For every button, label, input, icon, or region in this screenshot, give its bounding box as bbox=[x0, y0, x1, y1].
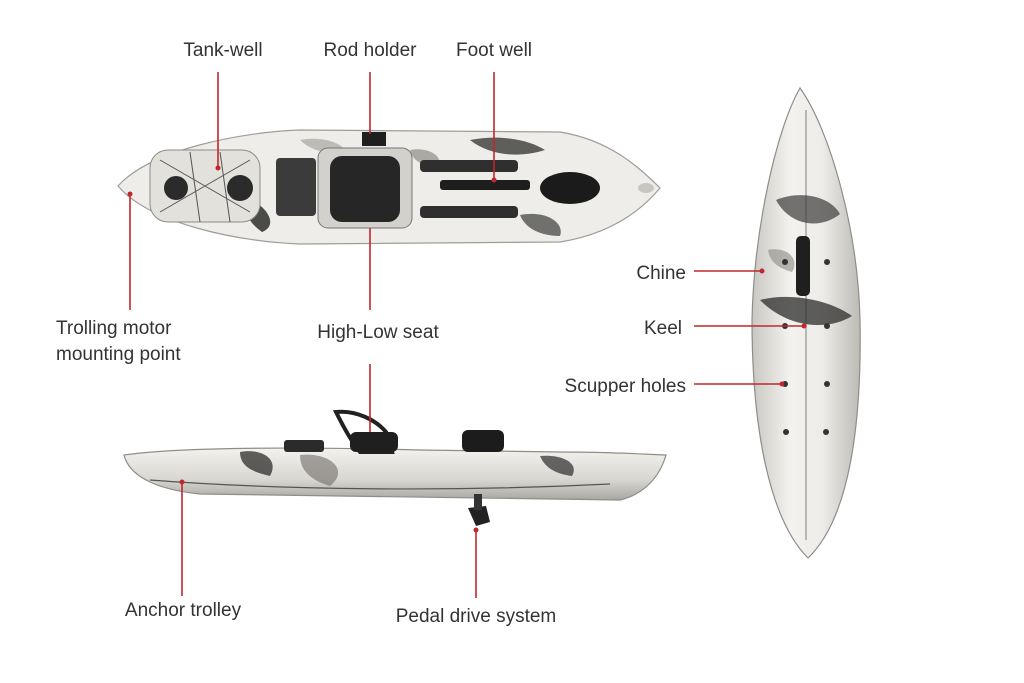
camo-patch bbox=[240, 451, 273, 476]
seat bbox=[330, 156, 400, 222]
scupper-hole bbox=[782, 259, 788, 265]
bungee-cords bbox=[159, 151, 251, 223]
camo-patch bbox=[768, 249, 795, 272]
label-scupper-holes: Scupper holes bbox=[564, 376, 686, 397]
side-hull bbox=[123, 447, 667, 501]
scupper-hole bbox=[824, 381, 830, 387]
storage-box bbox=[276, 158, 316, 216]
label-keel: Keel bbox=[643, 318, 682, 339]
callout-lines bbox=[129, 72, 804, 598]
label-trolling-line1: Trolling motor bbox=[56, 318, 172, 339]
label-chine: Chine bbox=[636, 263, 686, 284]
callout-dot bbox=[179, 479, 185, 485]
camo-patch bbox=[520, 213, 561, 236]
side-pedal-box bbox=[462, 430, 504, 452]
hatch-round-2 bbox=[227, 175, 253, 201]
foot-rail-bottom bbox=[420, 206, 518, 218]
pedal-bar bbox=[440, 180, 530, 190]
rod-holder-box bbox=[362, 132, 386, 146]
camo-patch bbox=[470, 137, 545, 155]
label-trolling-motor: Trolling motor mounting point bbox=[56, 316, 181, 367]
side-view-kayak bbox=[123, 409, 667, 526]
callout-dot bbox=[127, 191, 133, 197]
scupper-hole bbox=[824, 259, 830, 265]
callout-dot bbox=[801, 323, 807, 329]
label-pedal-drive: Pedal drive system bbox=[395, 606, 557, 627]
side-rail-line bbox=[149, 479, 611, 490]
label-tank-well: Tank-well bbox=[183, 40, 263, 61]
label-trolling-line2: mounting point bbox=[56, 343, 181, 365]
label-high-low-seat: High-Low seat bbox=[317, 322, 439, 343]
foot-rail-top bbox=[420, 160, 518, 172]
bottom-slot bbox=[796, 236, 810, 296]
bow-point bbox=[638, 183, 654, 193]
side-seat bbox=[350, 432, 398, 452]
hatch-round-1 bbox=[164, 176, 188, 200]
callout-dots bbox=[127, 165, 807, 533]
scupper-hole bbox=[783, 429, 789, 435]
camo-patch bbox=[300, 454, 339, 486]
callout-dot bbox=[759, 268, 765, 274]
camo-patch bbox=[776, 195, 840, 224]
camo-patch bbox=[760, 296, 852, 326]
camo-patch bbox=[540, 455, 574, 476]
front-hatch bbox=[540, 172, 600, 204]
side-crate bbox=[284, 440, 324, 452]
scupper-hole bbox=[824, 323, 830, 329]
pedal-drive-fin bbox=[468, 506, 490, 526]
top-view-kayak bbox=[117, 129, 661, 245]
callout-dot bbox=[491, 177, 497, 183]
label-anchor-trolley: Anchor trolley bbox=[124, 600, 242, 621]
label-rod-holder: Rod holder bbox=[323, 40, 417, 61]
pedal-drive-mount bbox=[474, 494, 482, 510]
callout-dot bbox=[779, 381, 785, 387]
bottom-view-kayak bbox=[751, 86, 861, 559]
callout-dot bbox=[473, 527, 479, 533]
callout-dot bbox=[215, 165, 221, 171]
scupper-hole bbox=[823, 429, 829, 435]
label-foot-well: Foot well bbox=[455, 40, 533, 61]
